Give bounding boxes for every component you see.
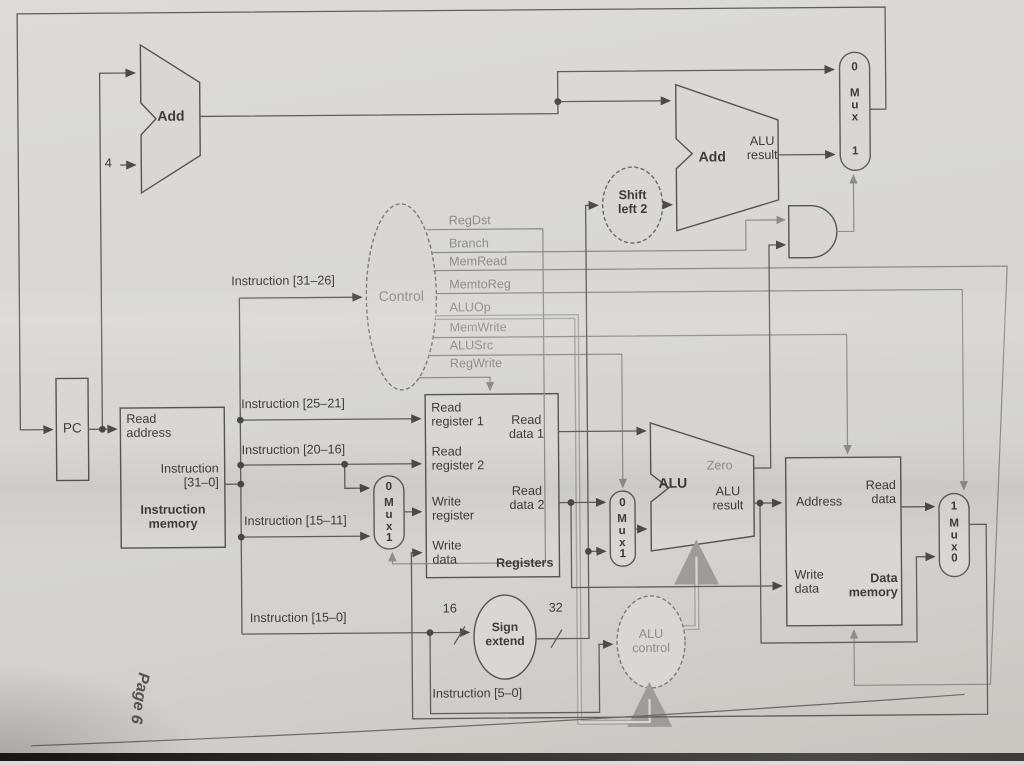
instr-15-0-wire xyxy=(242,632,469,634)
signal-aluop: ALUOp xyxy=(449,300,490,314)
reg-write-register: Write register xyxy=(432,494,474,523)
reg-read-data-2: Read data 2 xyxy=(499,484,555,513)
alu-zero-label: Zero xyxy=(707,458,733,472)
registers-title: Registers xyxy=(467,556,553,571)
signal-regdst: RegDst xyxy=(449,213,491,227)
reg-read-data-1: Read data 1 xyxy=(498,413,554,442)
alu-result-label: ALU result xyxy=(699,484,757,513)
reg-read-register-1: Read register 1 xyxy=(431,400,484,429)
instr-15-0-label: Instruction [15–0] xyxy=(250,610,347,625)
photo-edge xyxy=(0,753,1024,761)
dmem-title: Data memory xyxy=(830,571,898,600)
pc-to-adder-wire xyxy=(100,73,138,429)
signal-regwrite: RegWrite xyxy=(450,356,502,371)
read-data-1-wire xyxy=(558,431,645,432)
pc-adder-label: Add xyxy=(148,108,194,124)
signal-branch: Branch xyxy=(449,236,489,250)
alu-src-mux-label: Mux xyxy=(616,513,628,550)
pc-label: PC xyxy=(56,420,88,435)
alu-src-mux-in0: 0 xyxy=(610,497,635,509)
write-register-mux-label: Mux xyxy=(383,497,395,534)
imem-output-label: Instruction [31–0] xyxy=(139,461,219,490)
width-32-label: 32 xyxy=(544,601,568,615)
const4-label: 4 xyxy=(98,156,118,171)
reg-write-data: Write data xyxy=(432,538,461,566)
sign-extend-to-shift-wire xyxy=(586,205,601,551)
figure-bottom-border xyxy=(31,694,965,745)
instr-31-26-wire xyxy=(239,297,361,298)
instr-5-0-label: Instruction [5–0] xyxy=(432,686,522,701)
zero-wire xyxy=(752,245,787,468)
write-back-mux-in0: 0 xyxy=(939,552,969,564)
imem-read-address-label: Read address xyxy=(126,412,171,441)
instr-20-16-label: Instruction [20–16] xyxy=(241,442,345,457)
branch-adder-label: Add xyxy=(692,149,732,165)
and-gate xyxy=(789,205,837,257)
write-back-mux-label: Mux xyxy=(948,517,960,554)
dmem-address-label: Address xyxy=(796,494,842,508)
branch-adder-result: ALU result xyxy=(738,134,786,163)
width-16-slash xyxy=(454,626,465,644)
instr-15-11-label: Instruction [15–11] xyxy=(244,513,347,528)
pc-plus-4-wire xyxy=(200,101,670,117)
write-register-mux-in0: 0 xyxy=(374,481,404,493)
instr-31-26-label: Instruction [31–26] xyxy=(231,273,335,288)
width-16-label: 16 xyxy=(438,601,462,615)
signal-memtoreg: MemtoReg xyxy=(449,277,511,292)
pc-src-mux-in0: 0 xyxy=(840,61,870,73)
instr-25-21-wire xyxy=(240,419,420,420)
control-label: Control xyxy=(366,289,436,305)
instr-20-16-mux-wire xyxy=(345,464,369,488)
alu-label: ALU xyxy=(653,476,693,492)
regwrite-wire xyxy=(419,377,490,391)
pcsrc-select-wire xyxy=(835,175,853,231)
signal-memread: MemRead xyxy=(449,254,507,269)
imem-title: Instruction memory xyxy=(123,502,223,531)
signal-alusrc: ALUSrc xyxy=(450,338,493,352)
instr-15-11-wire xyxy=(241,536,369,537)
instr-25-21-label: Instruction [25–21] xyxy=(241,396,345,411)
reg-read-register-2: Read register 2 xyxy=(432,444,485,473)
alu-control-label: ALU control xyxy=(617,627,685,656)
alu-control-out-bus xyxy=(683,550,697,628)
shift-left-2-label: Shift left 2 xyxy=(600,188,664,217)
write-register-mux-in1: 1 xyxy=(374,532,404,544)
pc-src-mux-label: Mux xyxy=(849,87,861,124)
dmem-read-data-label: Read data xyxy=(841,478,896,507)
dmem-write-data-label: Write data xyxy=(794,568,823,596)
alu-src-mux-in1: 1 xyxy=(610,548,635,560)
pc-src-mux-in1: 1 xyxy=(840,145,870,157)
sign-extend-label: Sign extend xyxy=(475,621,535,649)
signal-memwrite: MemWrite xyxy=(450,320,507,335)
write-back-mux-in1: 1 xyxy=(939,500,969,512)
instr-20-16-wire xyxy=(241,464,421,465)
